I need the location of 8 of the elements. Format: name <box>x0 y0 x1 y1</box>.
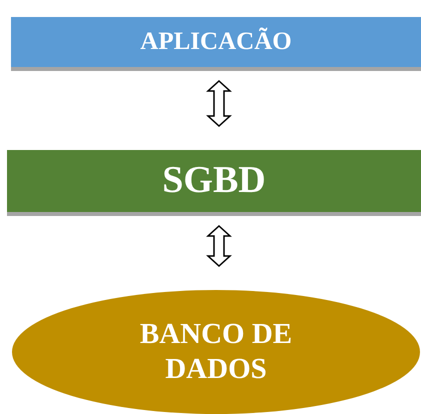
database-ellipse <box>12 290 420 414</box>
double-arrow <box>206 80 232 128</box>
node-label: BANCO DE DADOS <box>138 317 294 387</box>
double-arrow <box>206 224 232 268</box>
layer-box <box>7 150 421 212</box>
node-label: APLICACÃO <box>140 27 292 57</box>
layer-box <box>11 17 421 67</box>
node-label: SGBD <box>162 158 266 204</box>
